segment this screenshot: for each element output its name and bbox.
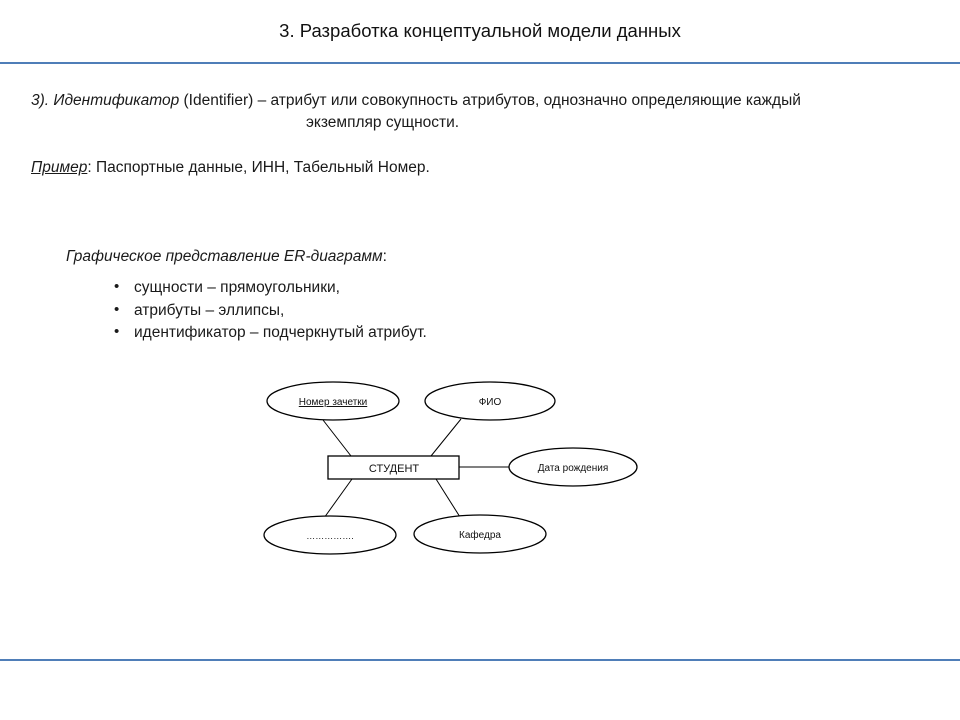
attribute-ellipse-id xyxy=(266,381,400,421)
connector-id xyxy=(322,419,352,457)
entity-rect xyxy=(327,455,460,480)
connector-other xyxy=(323,478,353,519)
attribute-other-label: ……………. xyxy=(306,531,354,541)
attribute-ellipse-birth xyxy=(508,447,638,487)
attribute-dept-label: Кафедра xyxy=(459,529,501,541)
list-item: идентификатор – подчеркнутый атрибут. xyxy=(112,321,427,345)
graphic-title-colon: : xyxy=(382,248,387,265)
entity-label: СТУДЕНТ xyxy=(369,463,420,475)
list-item: атрибуты – эллипсы, xyxy=(112,299,427,323)
attribute-ellipse-fio xyxy=(424,381,556,421)
attribute-id-label: Номер зачетки xyxy=(299,397,367,408)
connector-fio xyxy=(430,418,462,457)
example-text: : Паспортные данные, ИНН, Табельный Номе… xyxy=(87,159,430,176)
definition-line: 3). Идентификатор (Identifier) – атрибут… xyxy=(31,90,801,112)
header-divider xyxy=(0,62,960,64)
attribute-ellipse-other xyxy=(263,515,397,555)
list-item: сущности – прямоугольники, xyxy=(112,276,427,300)
footer-divider xyxy=(0,659,960,661)
notation-list: сущности – прямоугольники, атрибуты – эл… xyxy=(112,276,427,345)
attribute-fio-label: ФИО xyxy=(479,397,502,408)
graphic-title: Графическое представление ER-диаграмм: xyxy=(66,246,387,268)
definition-text: (Identifier) – атрибут или совокупность … xyxy=(179,92,801,109)
definition-term: 3). Идентификатор xyxy=(31,92,180,109)
attribute-birth-label: Дата рождения xyxy=(538,463,609,474)
graphic-title-text: Графическое представление ER-диаграмм xyxy=(66,248,383,265)
definition-continuation: экземпляр сущности. xyxy=(306,114,460,131)
attribute-ellipse-dept xyxy=(413,514,547,554)
slide-title: 3. Разработка концептуальной модели данн… xyxy=(279,20,681,41)
connector-dept xyxy=(435,478,461,518)
example-label: Пример xyxy=(31,159,88,176)
example-line: Пример: Паспортные данные, ИНН, Табельны… xyxy=(31,157,430,179)
